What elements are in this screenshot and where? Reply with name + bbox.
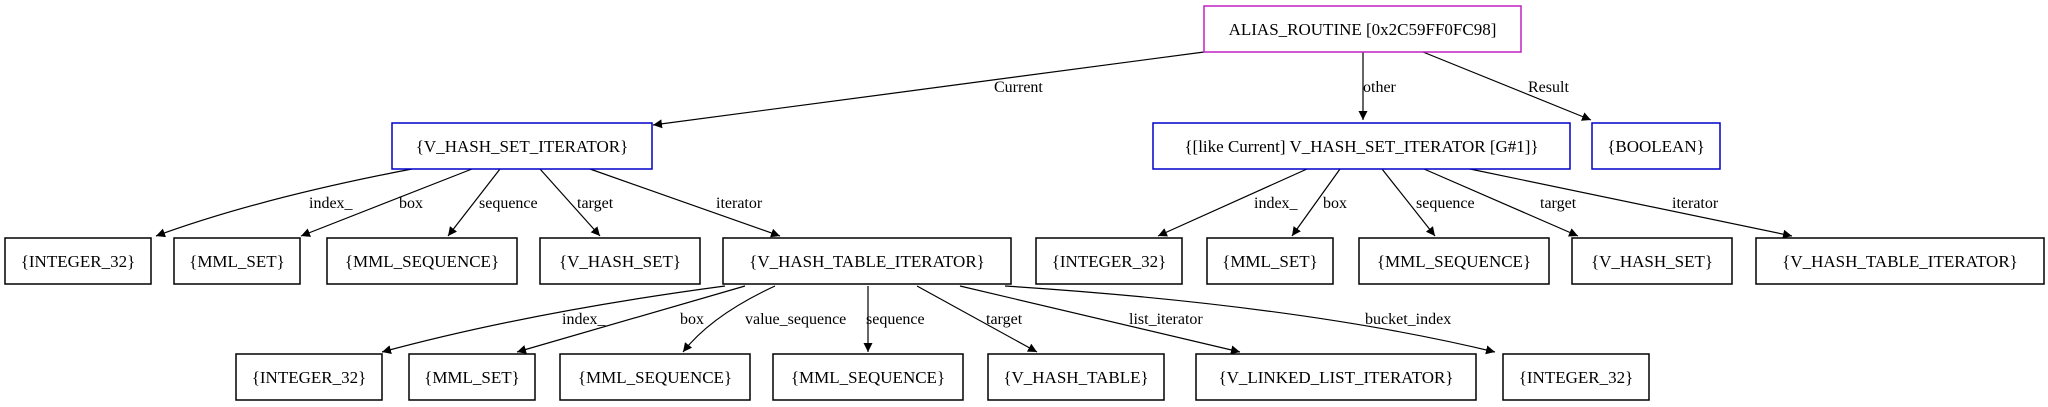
- node-i-value-sequence: [559, 353, 751, 401]
- node-label-o-sequence: {MML_SEQUENCE}: [1377, 252, 1531, 271]
- node-o-target: [1571, 237, 1733, 285]
- node-i-list-iterator: [1195, 353, 1477, 401]
- node-label-c-box: {MML_SET}: [189, 252, 285, 271]
- node-c-box: [173, 237, 301, 285]
- edge-c-box: [300, 168, 473, 237]
- node-label-o-iterator: {V_HASH_TABLE_ITERATOR}: [1782, 252, 2018, 271]
- edge-i-list-iterator: [959, 285, 1241, 355]
- edge-o-box: [1291, 168, 1341, 237]
- node-label-o-index: {INTEGER_32}: [1052, 252, 1167, 271]
- node-alias-routine: [1203, 5, 1522, 53]
- node-label-c-index: {INTEGER_32}: [21, 252, 136, 271]
- edges: Current other Result index_ box sequence…: [155, 51, 1793, 355]
- edge-c-target: [539, 168, 601, 237]
- edge-label-result: Result: [1528, 79, 1569, 96]
- node-label-o-box: {MML_SET}: [1222, 252, 1318, 271]
- edge-i-index: [381, 285, 726, 354]
- edge-label-o-index: index_: [1254, 195, 1299, 212]
- node-other-type: [1152, 122, 1571, 170]
- edge-label-c-target: target: [577, 195, 614, 212]
- edge-c-index: [155, 168, 413, 238]
- edge-label-i-list-iterator: list_iterator: [1129, 311, 1203, 328]
- node-label-i-list-iterator: {V_LINKED_LIST_ITERATOR}: [1218, 368, 1453, 387]
- edge-label-i-box: box: [680, 311, 704, 328]
- node-label-c-target: {V_HASH_SET}: [559, 252, 681, 271]
- node-current-type: [391, 122, 653, 170]
- node-c-target: [539, 237, 701, 285]
- edge-label-o-sequence: sequence: [1416, 195, 1475, 212]
- edge-label-o-iterator: iterator: [1672, 195, 1719, 212]
- edge-label-c-box: box: [399, 195, 423, 212]
- node-label-c-iterator: {V_HASH_TABLE_ITERATOR}: [749, 252, 985, 271]
- node-o-sequence: [1358, 237, 1550, 285]
- node-i-box: [408, 353, 536, 401]
- node-label-i-box: {MML_SET}: [424, 368, 520, 387]
- edge-o-target: [1423, 168, 1579, 237]
- node-i-sequence: [772, 353, 964, 401]
- edge-i-bucket-index: [1004, 285, 1496, 355]
- edge-label-c-sequence: sequence: [479, 195, 538, 212]
- edge-i-box: [516, 285, 746, 354]
- edge-i-target: [916, 285, 1038, 353]
- nodes: ALIAS_ROUTINE [0x2C59FF0FC98] {V_HASH_SE…: [4, 5, 2045, 401]
- node-label-o-target: {V_HASH_SET}: [1591, 252, 1713, 271]
- edge-label-i-value-sequence: value_sequence: [745, 311, 846, 328]
- edge-o-iterator: [1469, 168, 1793, 239]
- edge-label-c-iterator: iterator: [716, 195, 763, 212]
- edge-c-iterator: [589, 168, 781, 238]
- node-label-i-value-sequence: {MML_SEQUENCE}: [578, 368, 732, 387]
- edge-c-sequence: [447, 168, 501, 237]
- node-o-iterator: [1755, 237, 2045, 285]
- edge-i-value-sequence: [682, 285, 776, 353]
- node-label-i-target: {V_HASH_TABLE}: [1003, 368, 1148, 387]
- node-label-result-type: {BOOLEAN}: [1607, 137, 1705, 156]
- node-i-bucket-index: [1502, 353, 1650, 401]
- edge-label-i-target: target: [986, 311, 1023, 328]
- node-label-c-sequence: {MML_SEQUENCE}: [345, 252, 499, 271]
- edge-label-other: other: [1363, 79, 1397, 96]
- edge-label-i-sequence: sequence: [866, 311, 925, 328]
- edge-current: [652, 51, 1205, 129]
- edge-label-i-bucket-index: bucket_index: [1365, 311, 1451, 328]
- node-c-sequence: [326, 237, 518, 285]
- node-label-i-bucket-index: {INTEGER_32}: [1519, 368, 1634, 387]
- node-o-box: [1206, 237, 1334, 285]
- node-o-index: [1035, 237, 1183, 285]
- node-label-current-type: {V_HASH_SET_ITERATOR}: [416, 137, 628, 156]
- node-label-other-type: {[like Current] V_HASH_SET_ITERATOR [G#1…: [1184, 137, 1538, 156]
- node-label-i-index: {INTEGER_32}: [252, 368, 367, 387]
- node-label-alias-routine: ALIAS_ROUTINE [0x2C59FF0FC98]: [1229, 20, 1497, 39]
- node-result-type: [1591, 122, 1721, 170]
- node-i-target: [987, 353, 1165, 401]
- node-c-iterator: [722, 237, 1012, 285]
- edge-o-sequence: [1381, 168, 1436, 237]
- edge-label-i-index: index_: [562, 311, 607, 328]
- node-label-i-sequence: {MML_SEQUENCE}: [791, 368, 945, 387]
- node-c-index: [4, 237, 152, 285]
- edge-label-o-target: target: [1540, 195, 1577, 212]
- edge-label-o-box: box: [1323, 195, 1347, 212]
- edge-o-index: [1157, 168, 1308, 237]
- edge-label-current: Current: [994, 79, 1043, 96]
- edge-result: [1422, 51, 1592, 121]
- edge-label-c-index: index_: [309, 195, 354, 212]
- node-i-index: [235, 353, 383, 401]
